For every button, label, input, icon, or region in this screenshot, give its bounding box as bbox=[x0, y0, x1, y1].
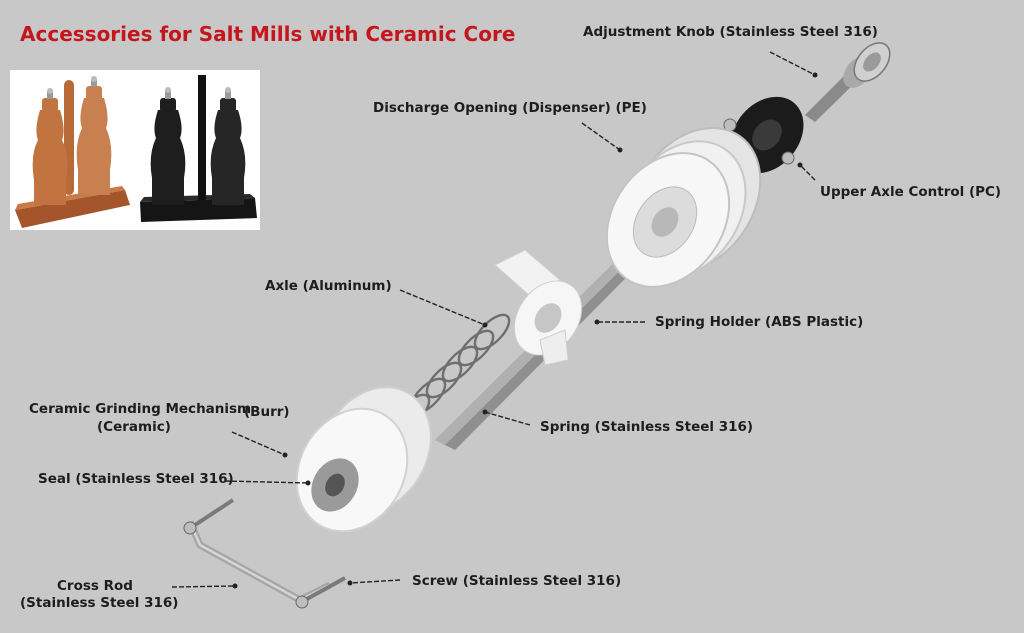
leader-screw bbox=[349, 579, 401, 584]
leader-upper-axle-control bbox=[799, 164, 816, 181]
label-upper-axle-control: Upper Axle Control (PC) bbox=[820, 184, 1002, 200]
leader-seal bbox=[224, 480, 309, 484]
leader-cross-rod bbox=[171, 585, 236, 588]
leader-axle bbox=[399, 289, 486, 326]
label-spring: Spring (Stainless Steel 316) bbox=[540, 419, 754, 435]
spring-holder-part bbox=[494, 249, 583, 366]
label-discharge-opening: Discharge Opening (Dispenser) (PE) bbox=[373, 100, 647, 116]
label-grinding-material: (Ceramic) bbox=[97, 419, 171, 435]
label-grinding-burr: (Burr) bbox=[244, 404, 290, 420]
leader-discharge-opening bbox=[581, 122, 621, 151]
label-cross-rod: Cross Rod (Stainless Steel 316) bbox=[20, 578, 179, 612]
leader-endpoints bbox=[232, 72, 818, 589]
discharge-opening-part bbox=[605, 126, 762, 288]
screw-top-part bbox=[183, 498, 235, 535]
label-grinding-mechanism: Ceramic Grinding Mechanism bbox=[29, 401, 252, 417]
leader-grinding bbox=[231, 431, 286, 456]
salt-mill-sets-illustration bbox=[15, 75, 257, 228]
label-seal: Seal (Stainless Steel 316) bbox=[38, 471, 234, 487]
label-adjustment-knob: Adjustment Knob (Stainless Steel 316) bbox=[583, 24, 878, 40]
ceramic-burr-part bbox=[295, 386, 432, 533]
label-cross-rod-material: (Stainless Steel 316) bbox=[20, 595, 179, 611]
product-photo bbox=[10, 70, 260, 230]
page-title: Accessories for Salt Mills with Ceramic … bbox=[20, 22, 516, 46]
label-spring-holder: Spring Holder (ABS Plastic) bbox=[655, 314, 864, 330]
leader-spring bbox=[484, 411, 531, 426]
screw-bottom-part bbox=[295, 576, 346, 609]
black-mill-set bbox=[140, 75, 257, 222]
label-cross-rod-name: Cross Rod bbox=[57, 578, 133, 594]
adjustment-knob-part bbox=[805, 42, 891, 122]
leader-lines bbox=[171, 51, 816, 588]
leader-adjustment-knob bbox=[769, 51, 816, 76]
label-screw: Screw (Stainless Steel 316) bbox=[412, 573, 622, 589]
wooden-mill-set bbox=[15, 76, 130, 228]
cross-rod-part bbox=[186, 520, 332, 604]
label-axle: Axle (Aluminum) bbox=[265, 278, 392, 294]
